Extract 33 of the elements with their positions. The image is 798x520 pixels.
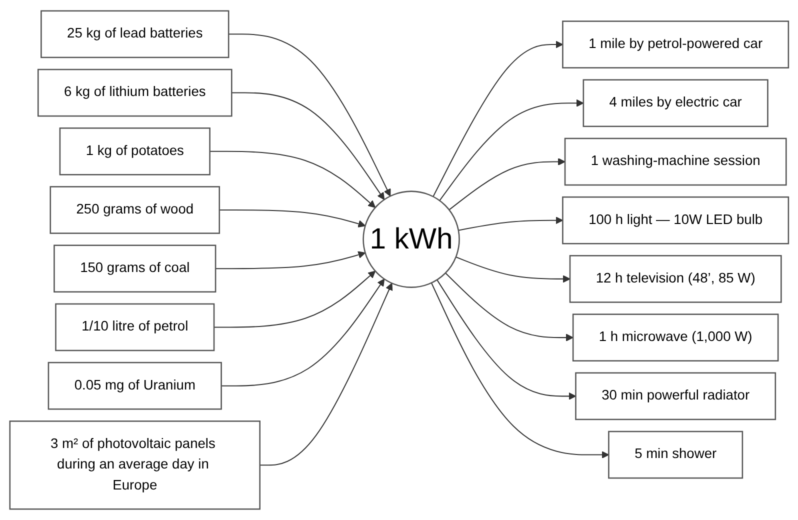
arrow [448, 158, 566, 210]
node-box: 30 min powerful radiator [574, 372, 776, 420]
arrow [215, 251, 366, 270]
node-box: 12 h television (48’, 85 W) [569, 255, 782, 303]
arrow [436, 280, 576, 400]
node-circle: 1 kWh [362, 190, 460, 288]
arrow [214, 270, 376, 328]
arrow [444, 272, 574, 342]
node-box: 1 h microwave (1,000 W) [572, 314, 779, 362]
node-box: 0.05 mg of Uranium [48, 362, 222, 410]
arrow [231, 92, 384, 200]
node-box: 1 washing-machine session [564, 138, 787, 186]
node-box: 150 grams of coal [53, 244, 216, 293]
arrow [219, 209, 366, 228]
node-box: 1 kg of potatoes [59, 127, 210, 176]
node-box: 5 min shower [608, 430, 743, 479]
arrow [221, 278, 384, 386]
arrow [432, 40, 563, 197]
arrow [228, 34, 391, 196]
node-box: 250 grams of wood [50, 186, 220, 234]
node-box: 4 miles by electric car [582, 79, 768, 128]
arrow [439, 99, 584, 201]
node-box: 1 mile by petrol-powered car [562, 20, 789, 68]
arrow [430, 282, 609, 459]
node-box: 25 kg of lead batteries [40, 10, 230, 58]
arrow [456, 256, 570, 283]
node-box: 1/10 litre of petrol [54, 303, 214, 352]
arrow [458, 216, 563, 231]
node-box: 100 h light — 10W LED bulb [562, 196, 789, 244]
arrow [210, 150, 376, 208]
node-box: 3 m² of photovoltaic panels during an average day in Europe [9, 420, 260, 510]
node-box: 6 kg of lithium batteries [37, 68, 232, 117]
arrow [260, 282, 392, 466]
